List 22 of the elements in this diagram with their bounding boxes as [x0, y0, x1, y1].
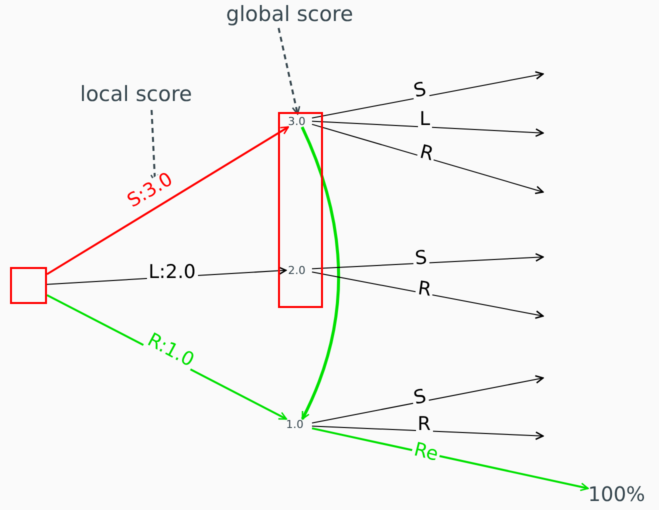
annotation-text: local score — [80, 84, 192, 105]
arrow — [312, 272, 544, 319]
arrow — [46, 126, 290, 276]
arrow — [312, 375, 544, 424]
edge-label: R — [416, 414, 433, 434]
score-value: 3.0 — [288, 116, 306, 127]
arrow — [312, 124, 544, 194]
leader-arrow — [278, 28, 300, 115]
percentage-label: 100% — [588, 484, 646, 504]
curved-arrow — [300, 126, 340, 420]
arrow — [312, 71, 544, 118]
arrow — [312, 426, 544, 440]
score-value: 1.0 — [286, 419, 304, 430]
annotation-text: global score — [226, 4, 354, 25]
node-box — [10, 267, 47, 304]
arrow — [312, 427, 589, 492]
node-box — [278, 112, 323, 308]
edge-label: L:2.0 — [146, 262, 198, 282]
edge-label: L — [418, 110, 432, 128]
score-value: 2.0 — [288, 265, 306, 276]
arrow — [312, 120, 544, 137]
arrow — [312, 253, 544, 270]
